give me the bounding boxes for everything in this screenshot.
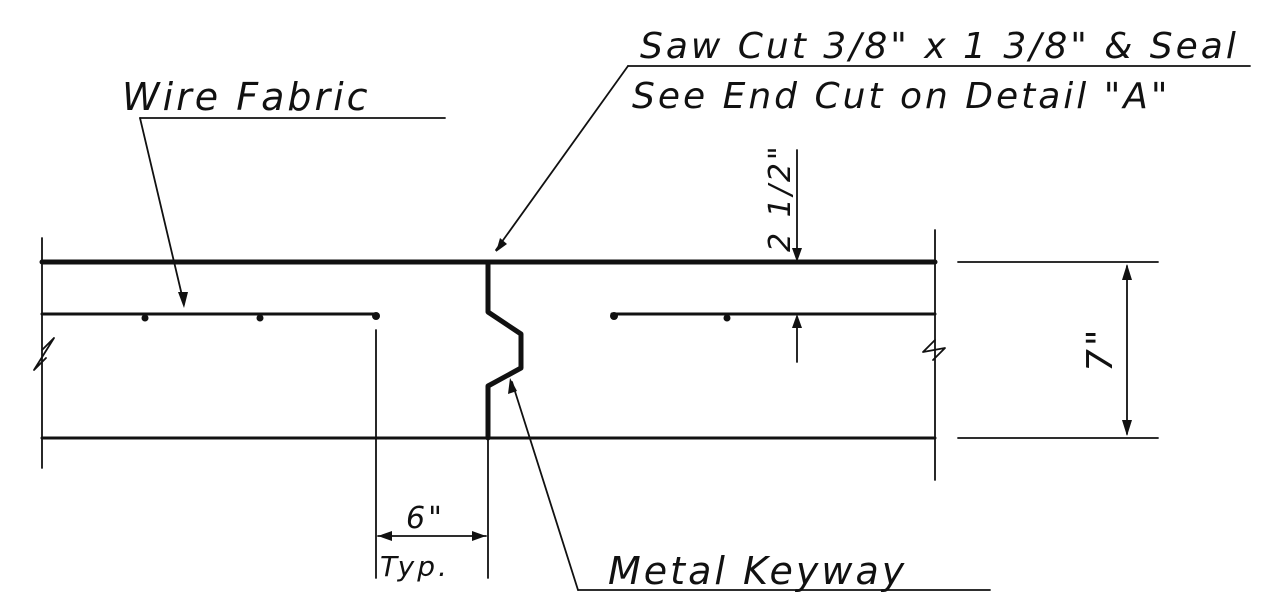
top-cover-dimension — [792, 149, 802, 363]
metal-keyway-label: Metal Keyway — [608, 549, 907, 593]
saw-cut-label: Saw Cut 3/8" x 1 3/8" & Seal — [640, 26, 1239, 67]
wire-fabric-label: Wire Fabric — [122, 75, 371, 119]
spacing-dimension — [375, 329, 489, 579]
top-cover-dimension-label: 2 1/2" — [763, 143, 798, 252]
slab-left-end — [33, 237, 55, 469]
slab-right-end — [922, 229, 946, 481]
thickness-dimension-label: 7" — [1080, 327, 1121, 372]
wire-fabric-right — [610, 312, 937, 322]
saw-cut-leader — [495, 65, 629, 252]
end-cut-note: See End Cut on Detail "A" — [632, 76, 1170, 117]
wire-fabric-left — [40, 312, 380, 322]
metal-keyway-profile — [485, 259, 524, 441]
metal-keyway-leader — [508, 378, 991, 591]
spacing-dimension-label: 6" — [406, 501, 445, 536]
wire-fabric-leader — [139, 117, 446, 308]
thickness-dimension — [957, 261, 1159, 439]
typical-note: Typ. — [380, 550, 450, 583]
